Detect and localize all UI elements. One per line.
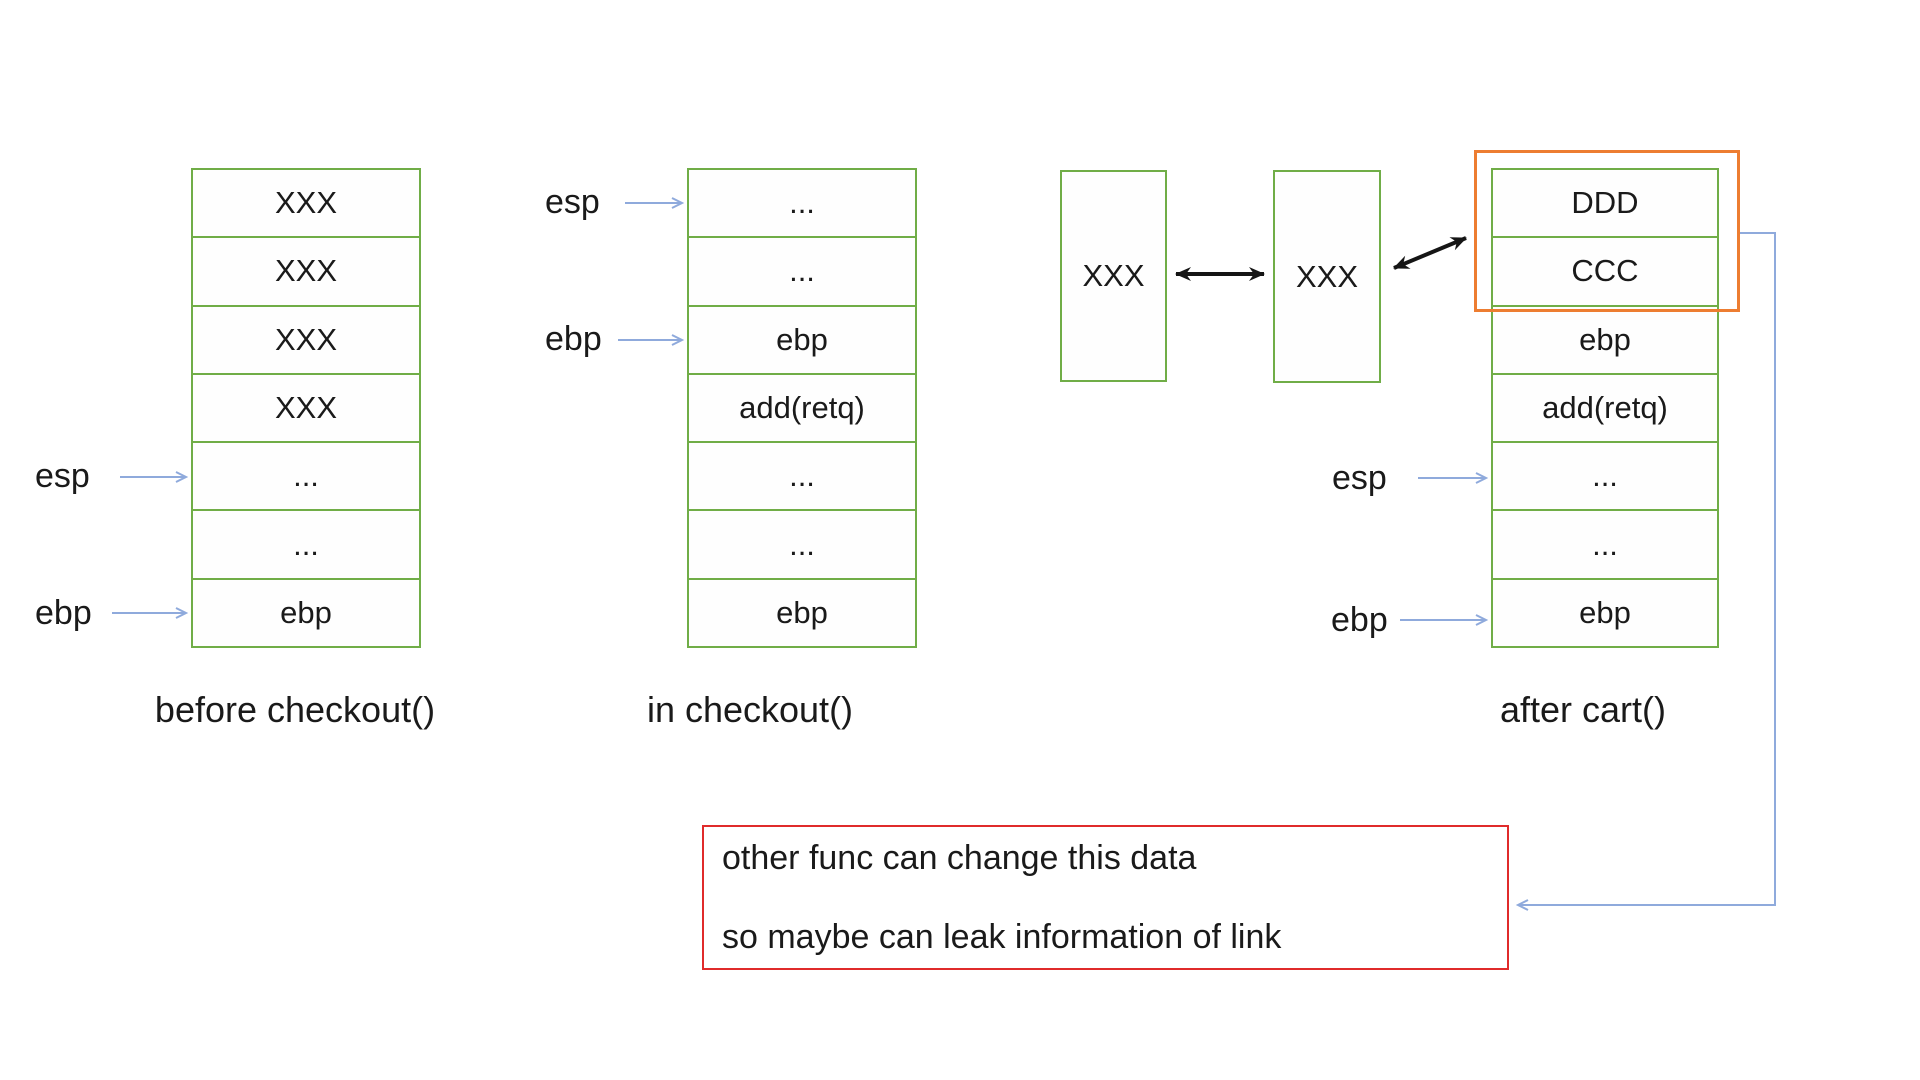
stack-after-cart: DDD CCC ebp add(retq) ... ... ebp	[1491, 168, 1719, 648]
esp-label: esp	[35, 457, 90, 495]
cell-text: ebp	[776, 594, 828, 630]
note-box: other func can change this data so maybe…	[702, 825, 1509, 970]
stack-cell: XXX	[193, 236, 419, 304]
cell-text: ...	[1592, 526, 1618, 562]
stack-cell: CCC	[1493, 236, 1717, 304]
heap-node: XXX	[1273, 170, 1381, 383]
cell-text: ebp	[280, 594, 332, 630]
heap-to-stack-arrow	[1393, 236, 1467, 270]
esp-label: esp	[1332, 459, 1387, 497]
ebp-label: ebp	[1331, 601, 1388, 639]
cell-text: ...	[789, 458, 815, 494]
stack-before-checkout: XXX XXX XXX XXX ... ... ebp	[191, 168, 421, 648]
stack-cell: XXX	[193, 304, 419, 373]
heap-node-text: XXX	[1295, 258, 1359, 294]
stack-cell: ...	[689, 441, 915, 509]
esp-label: esp	[545, 183, 600, 221]
heap-node: XXX	[1060, 170, 1167, 382]
stack-cell: ...	[1493, 509, 1717, 577]
cell-text: add(retq)	[739, 389, 865, 425]
heap-node-text: XXX	[1082, 258, 1145, 293]
note-line: other func can change this data	[722, 839, 1197, 877]
stack-cell: add(retq)	[689, 372, 915, 441]
stack-cell: ebp	[689, 577, 915, 646]
stack-cell: XXX	[193, 170, 419, 236]
cell-text: ...	[789, 185, 815, 221]
stack-caption-before-checkout: before checkout()	[154, 689, 436, 730]
cell-text: XXX	[274, 253, 338, 289]
ebp-label: ebp	[545, 320, 602, 358]
stack-cell: ebp	[1493, 577, 1717, 646]
note-line: so maybe can leak information of link	[722, 918, 1282, 956]
cell-text: XXX	[274, 389, 338, 425]
cell-text: ...	[293, 526, 319, 562]
cell-text: ...	[789, 526, 815, 562]
cell-text: add(retq)	[1542, 389, 1668, 425]
cell-text: ebp	[776, 321, 828, 357]
cell-text: DDD	[1571, 185, 1639, 221]
stack-cell: ...	[193, 441, 419, 509]
ebp-label: ebp	[35, 594, 92, 632]
stack-cell: ...	[1493, 441, 1717, 509]
cell-text: ...	[789, 253, 815, 289]
stack-caption-in-checkout: in checkout()	[646, 689, 854, 730]
cell-text: XXX	[274, 185, 338, 221]
cell-text: XXX	[274, 321, 338, 357]
stack-cell: ...	[193, 509, 419, 577]
stack-cell: add(retq)	[1493, 372, 1717, 441]
cell-text: ebp	[1579, 321, 1631, 357]
cell-text: CCC	[1571, 253, 1639, 289]
stack-in-checkout: ... ... ebp add(retq) ... ... ebp	[687, 168, 917, 648]
cell-text: ...	[1592, 458, 1618, 494]
stack-caption-after-cart: after cart()	[1499, 689, 1667, 730]
highlight-box-ddd-ccc	[1474, 150, 1740, 312]
stack-cell: ebp	[1493, 304, 1717, 373]
stack-cell: DDD	[1493, 170, 1717, 236]
stack-cell: XXX	[193, 372, 419, 441]
stack-cell: ebp	[689, 304, 915, 373]
cell-text: ebp	[1579, 594, 1631, 630]
stack-cell: ...	[689, 236, 915, 304]
stack-cell: ebp	[193, 577, 419, 646]
stack-cell: ...	[689, 170, 915, 236]
cell-text: ...	[293, 458, 319, 494]
stack-cell: ...	[689, 509, 915, 577]
